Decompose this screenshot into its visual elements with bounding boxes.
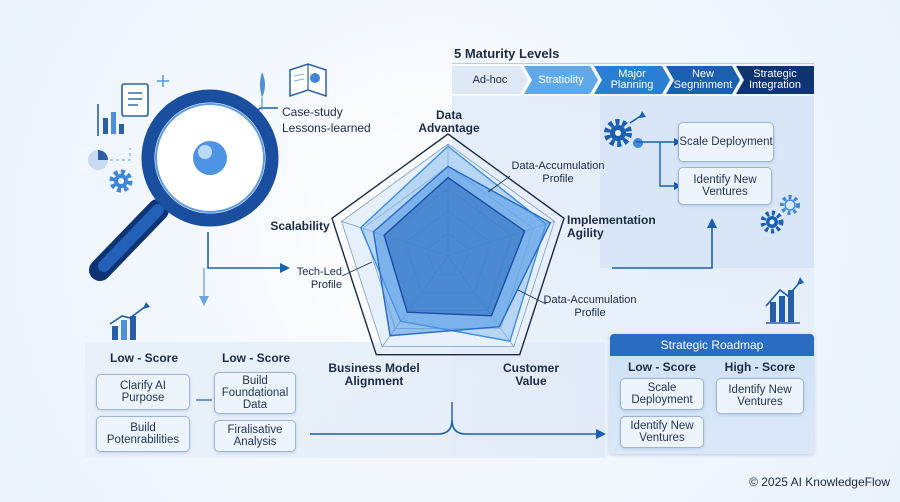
- magnifier-icon: [89, 89, 279, 281]
- gear-icon-left: [109, 169, 133, 193]
- roadmap-up-connector: [612, 226, 713, 269]
- case-study-line1: Case-study: [282, 105, 343, 119]
- left-column-heading-2: Low - Score: [221, 351, 290, 365]
- build-foundational-data-box: Build Foundational Data: [214, 372, 296, 414]
- left-column-heading-1: Low - Score: [109, 351, 178, 365]
- axis-label-implementation-agility: Implementation Agility: [567, 213, 656, 240]
- radar-shape-data-accumulation-inner: [383, 176, 526, 317]
- magnifier-to-scalability-connector: [207, 232, 280, 269]
- identify-new-ventures-box: Identify New Ventures: [678, 167, 772, 205]
- build-potenrabilities-box: Build Potenrabilities: [96, 416, 190, 452]
- growth-chart-icon: [109, 302, 150, 340]
- firalisative-analysis-box: Firalisative Analysis: [214, 420, 296, 452]
- gear-icon-right-outline: [780, 195, 800, 215]
- strategic-roadmap-header: Strategic Roadmap: [610, 334, 814, 356]
- maturity-level-3: Major Planning: [594, 66, 670, 94]
- radar-outer-frame: [331, 133, 565, 356]
- axis-label-data-advantage: Data Advantage: [418, 108, 480, 135]
- axis-label-scalability: Scalability: [270, 219, 330, 233]
- maturity-level-2: Stratiolity: [524, 66, 598, 94]
- leaf-icon: [260, 72, 265, 110]
- roadmap-high-heading: High - Score: [724, 360, 796, 374]
- document-icon: [121, 83, 149, 117]
- roadmap-scale-deployment-box: Scale Deployment: [620, 378, 704, 410]
- case-study-line2: Lessons-learned: [282, 121, 371, 135]
- plus-icon: [157, 75, 169, 87]
- roadmap-identify-new-ventures-low-box: Identify New Ventures: [620, 416, 704, 448]
- profile-label-data-accumulation-bottom: Data-Accumulation Profile: [543, 294, 637, 319]
- gear-cluster-icon: [604, 111, 646, 148]
- gear-icon-right-small: [760, 210, 784, 234]
- case-study-label: Case-study Lessons-learned: [282, 106, 371, 135]
- maturity-level-4: New Segninment: [666, 66, 740, 94]
- maturity-title: 5 Maturity Levels: [454, 46, 560, 61]
- growth-chart-icon-right: [765, 277, 804, 324]
- book-icon: [289, 63, 327, 98]
- maturity-level-ad-hoc: Ad-hoc: [452, 66, 528, 94]
- roadmap-identify-new-ventures-high-box: Identify New Ventures: [716, 378, 804, 414]
- axis-label-business-model-alignment: Business Model Alignment: [328, 361, 420, 388]
- maturity-level-5: Strategic Integration: [736, 66, 814, 94]
- pie-chart-icon: [88, 148, 131, 170]
- profile-label-tech-led: Tech-Led Profile: [296, 266, 342, 291]
- profile-label-data-accumulation-top: Data-Accumulation Profile: [511, 160, 605, 185]
- strategic-roadmap-title: Strategic Roadmap: [660, 338, 764, 352]
- roadmap-low-heading: Low - Score: [627, 360, 696, 374]
- copyright-footer: © 2025 AI KnowledgeFlow: [749, 475, 890, 489]
- axis-label-customer-value: Customer Value: [502, 361, 559, 388]
- clarify-ai-purpose-box: Clarify AI Purpose: [96, 374, 190, 410]
- scale-deployment-box: Scale Deployment: [678, 122, 774, 162]
- bar-chart-icon: [97, 104, 124, 136]
- maturity-title-rule: [452, 63, 814, 64]
